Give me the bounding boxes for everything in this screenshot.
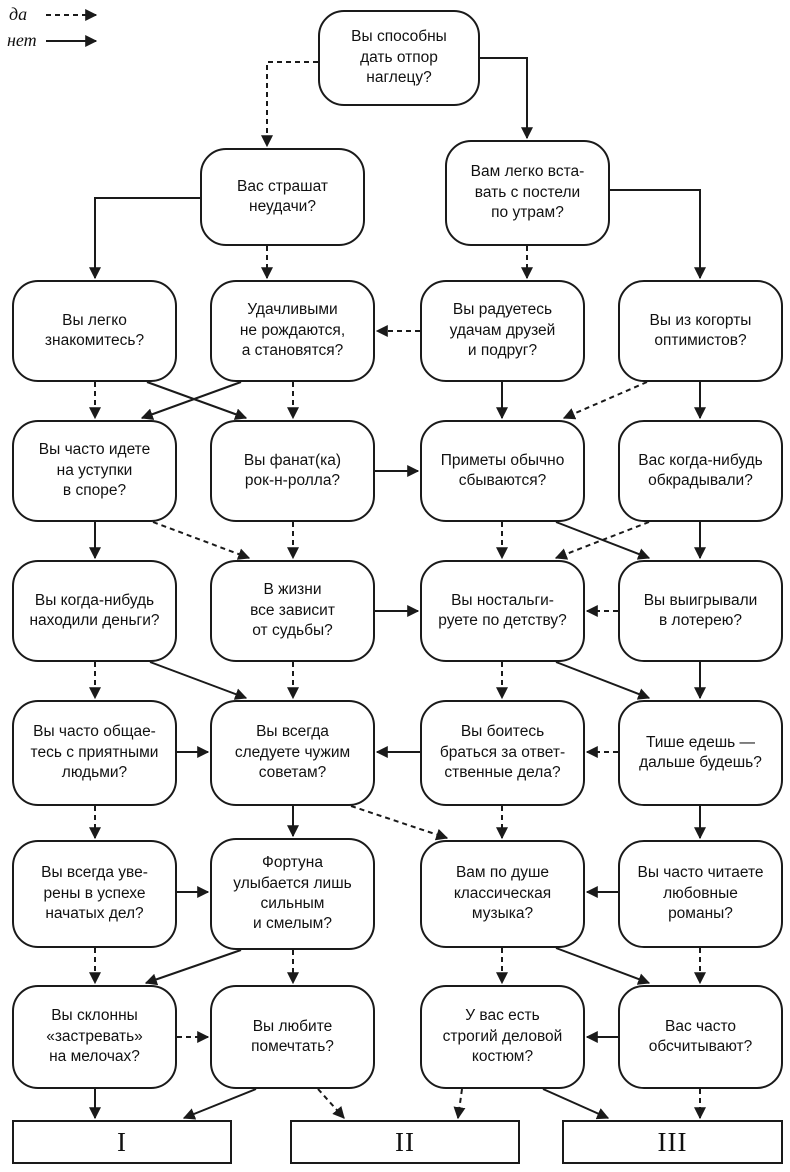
node-l2: Вас страшат неудачи?: [200, 148, 365, 246]
node-b5: В жизни все зависит от судьбы?: [210, 560, 375, 662]
node-d6: Тише едешь — дальше будешь?: [618, 700, 783, 806]
node-d3: Вы из когорты оптимистов?: [618, 280, 783, 382]
node-a3: Вы легко знакомитесь?: [12, 280, 177, 382]
node-c5: Вы ностальги- руете по детству?: [420, 560, 585, 662]
node-c6: Вы боитесь браться за ответ- ственные де…: [420, 700, 585, 806]
node-c4: Приметы обычно сбываются?: [420, 420, 585, 522]
edge-b6-to-c7: [350, 805, 449, 841]
node-b8: Вы любите помечтать?: [210, 985, 375, 1089]
node-a5: Вы когда-нибудь находили деньги?: [12, 560, 177, 662]
edge-a3-to-b4: [146, 381, 248, 420]
node-b6: Вы всегда следуете чужим советам?: [210, 700, 375, 806]
edge-top-to-l2: [261, 61, 318, 148]
edge-b7-to-a8: [144, 949, 242, 986]
edge-c5-to-d6: [555, 661, 651, 700]
node-c7: Вам по душе классическая музыка?: [420, 840, 585, 948]
node-a4: Вы часто идете на уступки в споре?: [12, 420, 177, 522]
node-d4: Вас когда-нибудь обкрадывали?: [618, 420, 783, 522]
result-box-3: III: [562, 1120, 783, 1164]
node-b3: Удачливыми не рождаются, а становятся?: [210, 280, 375, 382]
edge-r2-to-d3: [610, 189, 706, 280]
node-d7: Вы часто читаете любовные романы?: [618, 840, 783, 948]
edge-c8-to-result-2: [453, 1088, 466, 1120]
legend-no-label: нет: [7, 30, 37, 50]
edge-b8-to-result-1: [182, 1088, 257, 1120]
node-d8: Вас часто обсчитывают?: [618, 985, 783, 1089]
edge-c8-to-result-3: [542, 1088, 610, 1120]
edge-l2-to-a3: [89, 197, 200, 280]
node-b7: Фортуна улыбается лишь сильным и смелым?: [210, 838, 375, 950]
edge-d4-to-c5: [554, 521, 650, 560]
edge-a5-to-b6: [149, 661, 248, 700]
node-b4: Вы фанат(ка) рок-н-ролла?: [210, 420, 375, 522]
node-a7: Вы всегда уве- рены в успехе начатых дел…: [12, 840, 177, 948]
node-d5: Вы выигрывали в лотерею?: [618, 560, 783, 662]
edge-a4-to-b5: [152, 521, 251, 560]
edge-c7-to-d8: [555, 947, 651, 985]
result-box-1: I: [12, 1120, 232, 1164]
edge-top-to-r2: [480, 57, 533, 140]
node-c8: У вас есть строгий деловой костюм?: [420, 985, 585, 1089]
result-box-2: II: [290, 1120, 520, 1164]
node-a6: Вы часто общае- тесь с приятными людьми?: [12, 700, 177, 806]
edge-d3-to-c4: [562, 381, 648, 420]
legend-yes-label: да: [9, 4, 28, 24]
edge-b8-to-result-2: [317, 1088, 345, 1119]
node-r2: Вам легко вста- вать с постели по утрам?: [445, 140, 610, 246]
node-top: Вы способны дать отпор наглецу?: [318, 10, 480, 106]
node-c3: Вы радуетесь удачам друзей и подруг?: [420, 280, 585, 382]
node-a8: Вы склонны «застревать» на мелочах?: [12, 985, 177, 1089]
edge-b3-to-a4: [140, 381, 242, 420]
